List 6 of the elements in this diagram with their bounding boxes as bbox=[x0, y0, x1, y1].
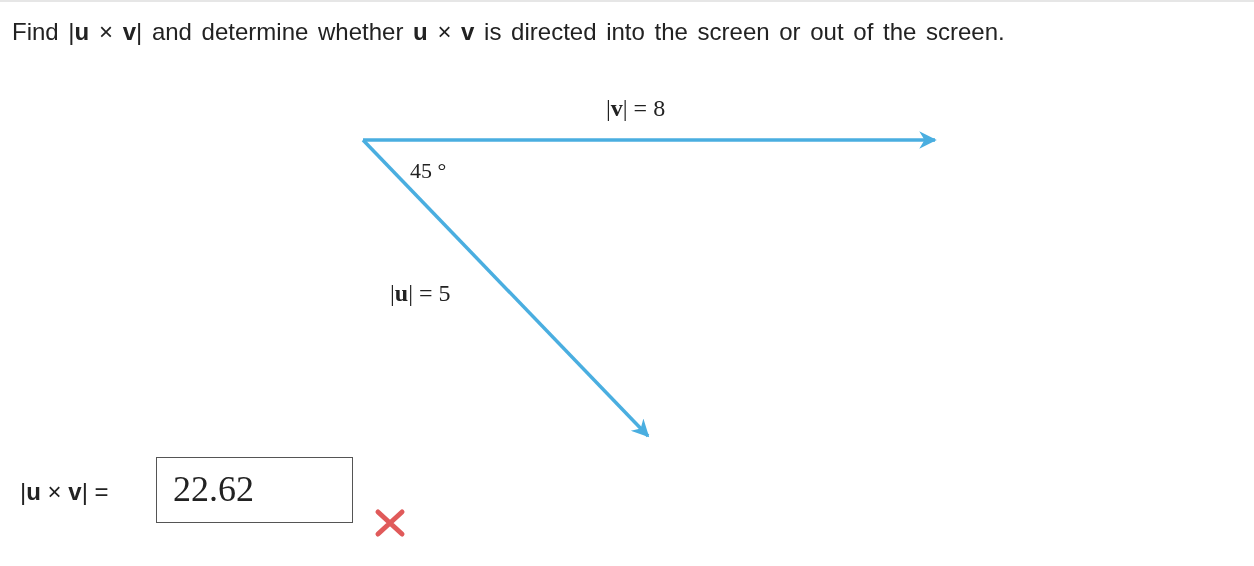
question-text: Find |u × v| and determine whether u × v is directed into the screen or out of the screen. bbox=[12, 18, 1005, 46]
answer-field: 22.62 bbox=[156, 457, 353, 523]
vector-label: |u| = 5 bbox=[390, 280, 451, 307]
vector-label: |v| = 8 bbox=[606, 95, 666, 122]
answer-prompt: |u × v| = bbox=[20, 478, 109, 506]
angle-label: 45 ° bbox=[410, 158, 447, 184]
